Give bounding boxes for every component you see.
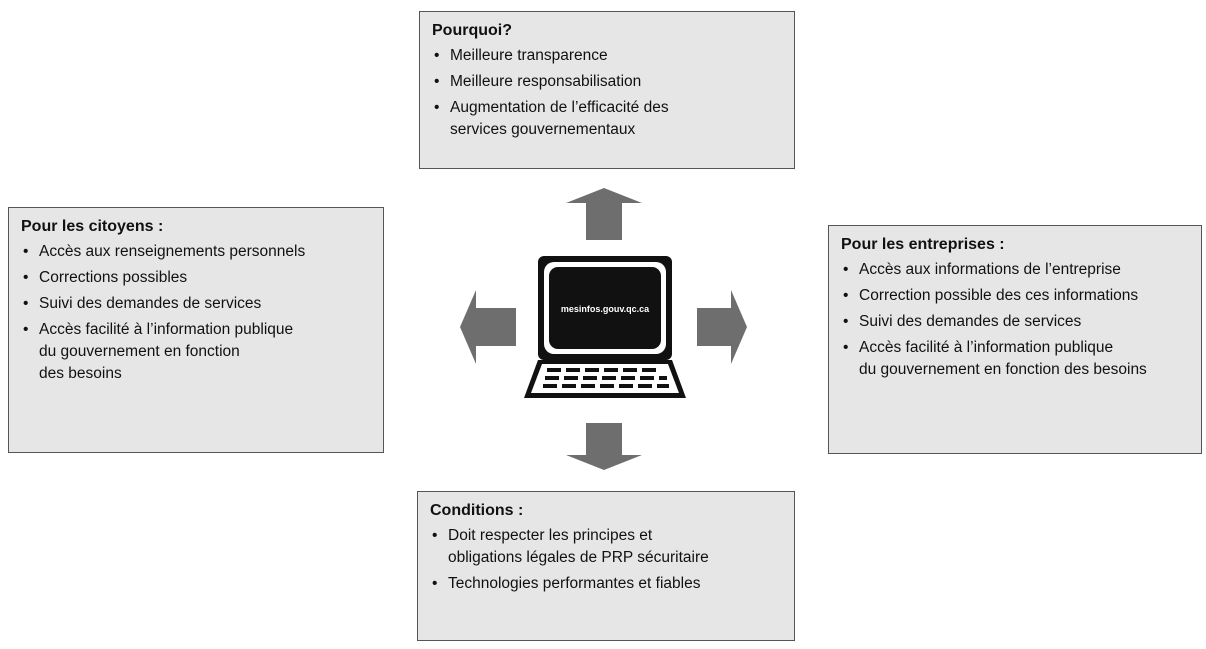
arrow-right <box>697 290 747 364</box>
bullet-icon: • <box>23 321 29 338</box>
box-businesses-list: •Accès aux informations de l’entreprise … <box>841 259 1189 381</box>
bullet-icon: • <box>434 73 440 90</box>
bullet-icon: • <box>434 99 440 116</box>
bullet-icon: • <box>843 313 849 330</box>
box-why-list: •Meilleure transparence •Meilleure respo… <box>432 45 782 141</box>
list-item: •Augmentation de l’efficacité des servic… <box>434 99 669 138</box>
box-why-title: Pourquoi? <box>432 22 512 39</box>
list-item: •Meilleure transparence <box>432 45 782 67</box>
arrow-up <box>566 188 642 240</box>
list-item: •Correction possible des ces information… <box>841 285 1189 307</box>
list-item: •Meilleure responsabilisation <box>432 71 782 93</box>
bullet-icon: • <box>432 575 438 592</box>
box-businesses-title: Pour les entreprises : <box>841 236 1005 253</box>
box-businesses: Pour les entreprises : •Accès aux inform… <box>828 225 1202 454</box>
box-citizens-title: Pour les citoyens : <box>21 218 164 235</box>
keyboard-keys <box>543 368 669 388</box>
bullet-icon: • <box>23 295 29 312</box>
bullet-icon: • <box>432 527 438 544</box>
box-citizens-list: •Accès aux renseignements personnels •Co… <box>21 241 371 385</box>
bullet-icon: • <box>843 339 849 356</box>
list-item: •Corrections possibles <box>21 267 371 289</box>
bullet-icon: • <box>23 243 29 260</box>
box-conditions-title: Conditions : <box>430 502 524 519</box>
arrow-down <box>566 423 642 470</box>
url-label: mesinfos.gouv.qc.ca <box>561 304 650 314</box>
arrow-left <box>460 290 516 364</box>
box-why: Pourquoi? •Meilleure transparence •Meill… <box>419 11 795 169</box>
box-conditions: Conditions : •Doit respecter les princip… <box>417 491 795 641</box>
list-item: •Suivi des demandes de services <box>841 311 1189 333</box>
box-conditions-list: •Doit respecter les principes et obligat… <box>430 525 782 595</box>
list-item: •Accès aux renseignements personnels <box>21 241 371 263</box>
list-item: •Technologies performantes et fiables <box>430 573 782 595</box>
bullet-icon: • <box>434 47 440 64</box>
bullet-icon: • <box>843 287 849 304</box>
box-citizens: Pour les citoyens : •Accès aux renseigne… <box>8 207 384 453</box>
list-item: •Accès facilité à l’information publique… <box>843 339 1147 378</box>
list-item: •Doit respecter les principes et obligat… <box>432 527 709 566</box>
computer-icon: mesinfos.gouv.qc.ca <box>524 256 686 398</box>
bullet-icon: • <box>843 261 849 278</box>
list-item: •Suivi des demandes de services <box>21 293 371 315</box>
list-item: •Accès aux informations de l’entreprise <box>841 259 1189 281</box>
list-item: •Accès facilité à l’information publique… <box>23 321 294 382</box>
bullet-icon: • <box>23 269 29 286</box>
screen <box>549 267 661 349</box>
